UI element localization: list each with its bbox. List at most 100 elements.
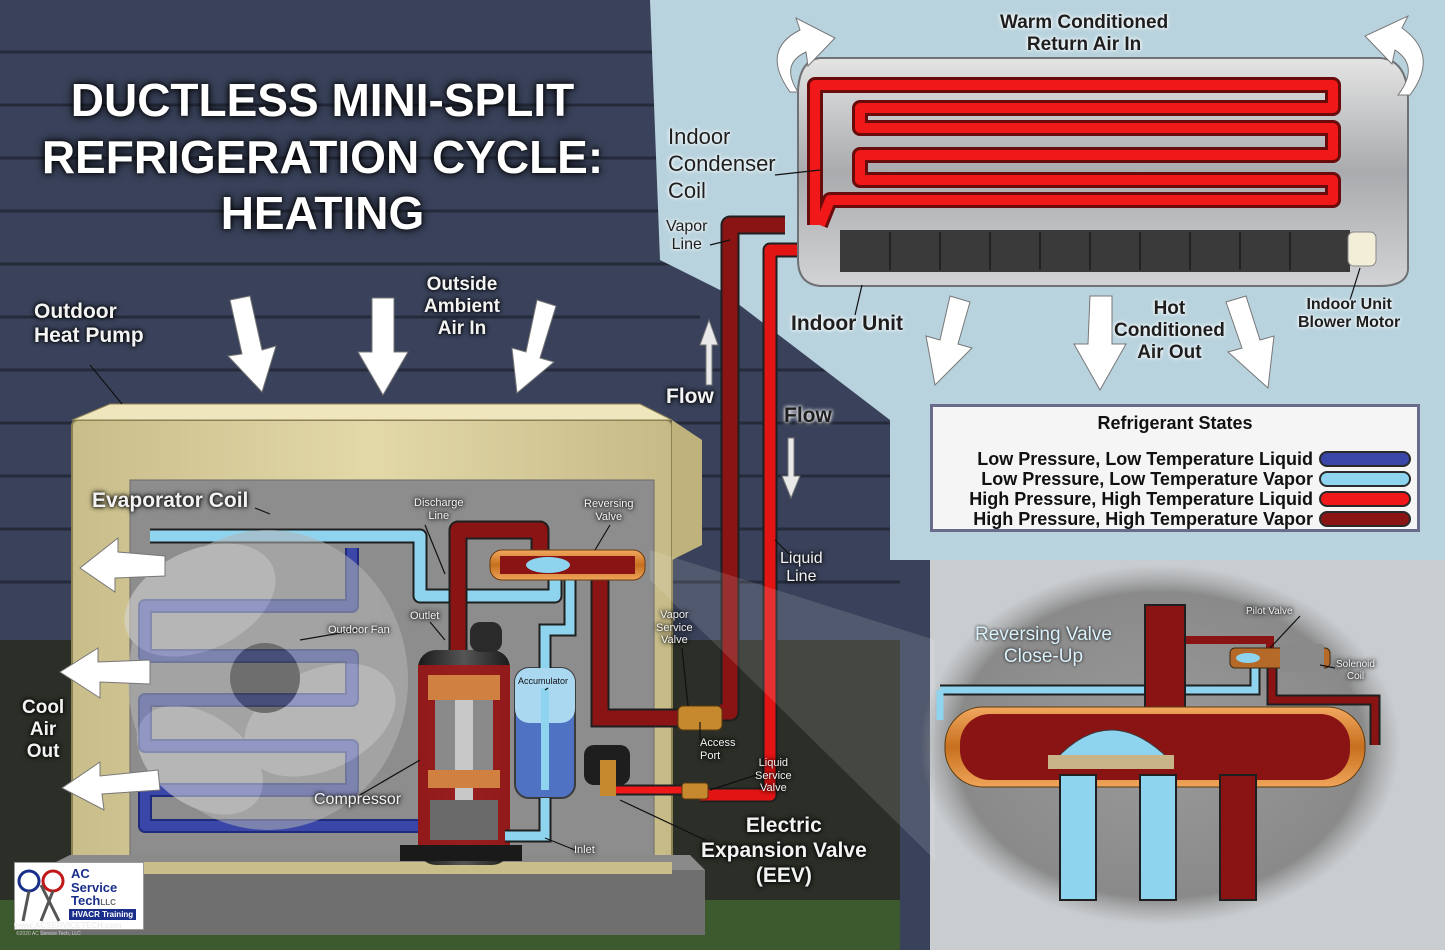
legend-item: High Pressure, High Temperature Vapor bbox=[973, 509, 1411, 529]
label-reversing-valve: Reversing Valve bbox=[584, 498, 634, 523]
label-line: Cool bbox=[22, 697, 65, 718]
label-line: Warm Conditioned bbox=[1000, 12, 1169, 33]
title-line-2: REFRIGERATION CYCLE: bbox=[41, 130, 604, 183]
logo-name: AC Service TechLLC bbox=[71, 867, 117, 908]
reversing-valve bbox=[489, 549, 646, 581]
title-line-1: DUCTLESS MINI-SPLIT bbox=[70, 74, 575, 126]
label-pilot-valve: Pilot Valve bbox=[1246, 606, 1293, 617]
gauge-icon bbox=[17, 869, 65, 922]
logo-copyright: ©2020 AC Service Tech, LLC bbox=[16, 931, 81, 937]
label-eev: Electric Expansion Valve (EEV) bbox=[701, 813, 867, 889]
eev bbox=[584, 745, 630, 796]
logo-tagline: HVACR Training bbox=[69, 909, 137, 920]
label-liquid-line: Liquid Line bbox=[780, 550, 823, 587]
label-indoor-condenser-coil: Indoor Condenser Coil bbox=[668, 124, 776, 204]
label-line: Conditioned bbox=[1114, 319, 1225, 341]
cabinet-side bbox=[672, 420, 702, 560]
label-line: Air In bbox=[437, 317, 487, 339]
legend-label: High Pressure, High Temperature Liquid bbox=[969, 488, 1313, 509]
cabinet-base bbox=[72, 862, 672, 874]
label-line: Return Air In bbox=[1026, 33, 1142, 55]
label-line: Line bbox=[786, 568, 817, 586]
label-line: Electric bbox=[745, 814, 822, 837]
label-warm-return-air: Warm Conditioned Return Air In bbox=[1000, 12, 1168, 56]
label-evaporator-coil: Evaporator Coil bbox=[92, 489, 249, 512]
label-line: Heat Pump bbox=[34, 324, 144, 348]
label-line: Coil bbox=[1346, 670, 1365, 682]
label-discharge-line: Discharge Line bbox=[414, 497, 464, 522]
logo-name-line: Service bbox=[71, 879, 118, 895]
label-line: Liquid bbox=[758, 757, 789, 769]
discharge-line bbox=[448, 520, 550, 650]
label-line: Air Out bbox=[1137, 341, 1202, 363]
label-line: Vapor bbox=[660, 609, 689, 621]
label-line: Close-Up bbox=[1003, 645, 1084, 667]
label-line: Ambient bbox=[424, 295, 500, 317]
compressor bbox=[400, 622, 522, 865]
label-solenoid-coil: Solenoid Coil bbox=[1336, 659, 1375, 682]
label-line: Service bbox=[656, 621, 693, 634]
label-line: Solenoid bbox=[1336, 659, 1375, 670]
label-line: Out bbox=[26, 740, 60, 762]
label-line: Reversing Valve bbox=[975, 624, 1112, 645]
label-hot-air-out: Hot Conditioned Air Out bbox=[1114, 298, 1225, 364]
refrigerant-states-legend: Refrigerant States Low Pressure, Low Tem… bbox=[930, 404, 1420, 532]
label-flow-down: Flow bbox=[784, 404, 832, 427]
label-outside-air-in: Outside Ambient Air In bbox=[424, 274, 500, 340]
label-line: (EEV) bbox=[755, 864, 812, 888]
label-line: Valve bbox=[759, 782, 787, 795]
legend-item: Low Pressure, Low Temperature Vapor bbox=[981, 469, 1411, 489]
leader-lines bbox=[89, 169, 1361, 851]
label-line: Port bbox=[700, 749, 721, 762]
logo-name-line: TechLLC bbox=[71, 894, 117, 908]
label-indoor-unit: Indoor Unit bbox=[791, 312, 903, 335]
label-cool-air-out: Cool Air Out bbox=[22, 697, 64, 763]
label-line: Line bbox=[671, 236, 702, 254]
label-line: Discharge bbox=[414, 497, 464, 509]
label-vapor-line: Vapor Line bbox=[666, 218, 708, 255]
legend-swatch-lp-vapor bbox=[1319, 471, 1411, 487]
title-line-3: HEATING bbox=[220, 187, 425, 240]
label-line: Reversing bbox=[584, 498, 634, 510]
hot-air-out-arrows bbox=[925, 295, 1275, 392]
label-line: Outdoor bbox=[34, 300, 117, 323]
label-line: Air bbox=[29, 718, 57, 740]
label-line: Condenser bbox=[668, 150, 776, 176]
return-air-arrows bbox=[776, 14, 1424, 96]
page-title: DUCTLESS MINI-SPLIT REFRIGERATION CYCLE:… bbox=[10, 72, 635, 242]
legend-label: Low Pressure, Low Temperature Vapor bbox=[981, 468, 1313, 489]
liquid-service-valve bbox=[681, 782, 709, 800]
label-outdoor-fan: Outdoor Fan bbox=[328, 624, 390, 636]
label-line: Outside bbox=[426, 274, 498, 295]
label-line: Liquid bbox=[780, 550, 823, 567]
legend-swatch-hp-vapor bbox=[1319, 511, 1411, 527]
legend-swatch-lp-liquid bbox=[1319, 451, 1411, 467]
label-indoor-blower-motor: Indoor Unit Blower Motor bbox=[1298, 296, 1400, 333]
label-line: Line bbox=[428, 509, 450, 522]
label-compressor: Compressor bbox=[314, 791, 402, 808]
line-set bbox=[612, 215, 800, 803]
label-liquid-service-valve: Liquid Service Valve bbox=[755, 757, 792, 795]
label-line: Blower Motor bbox=[1298, 314, 1401, 332]
legend-label: High Pressure, High Temperature Vapor bbox=[973, 508, 1313, 529]
logo-llc: LLC bbox=[100, 898, 116, 908]
legend-item: Low Pressure, Low Temperature Liquid bbox=[977, 449, 1411, 469]
logo-url: www.ACSERVICETECH.com bbox=[14, 921, 122, 930]
legend-title: Refrigerant States bbox=[1097, 413, 1253, 433]
label-line: Valve bbox=[660, 634, 688, 647]
logo-name-line: AC bbox=[71, 866, 90, 881]
reversing-valve-closeup bbox=[650, 550, 1400, 925]
accumulator bbox=[514, 667, 576, 799]
label-line: Coil bbox=[668, 177, 706, 203]
label-line: Indoor Unit bbox=[1306, 296, 1392, 313]
label-flow-up: Flow bbox=[666, 385, 714, 408]
cool-air-out-arrows bbox=[59, 536, 166, 811]
label-line: Access bbox=[700, 737, 736, 749]
label-line: Valve bbox=[595, 510, 623, 523]
ac-service-tech-logo: AC Service TechLLC HVACR Training bbox=[14, 862, 144, 930]
air-in-arrows bbox=[226, 295, 557, 396]
logo-name-tech: Tech bbox=[71, 893, 101, 909]
indoor-condenser-coil bbox=[807, 77, 1341, 228]
label-line: Expansion Valve bbox=[701, 839, 867, 863]
suction-line bbox=[505, 576, 577, 843]
